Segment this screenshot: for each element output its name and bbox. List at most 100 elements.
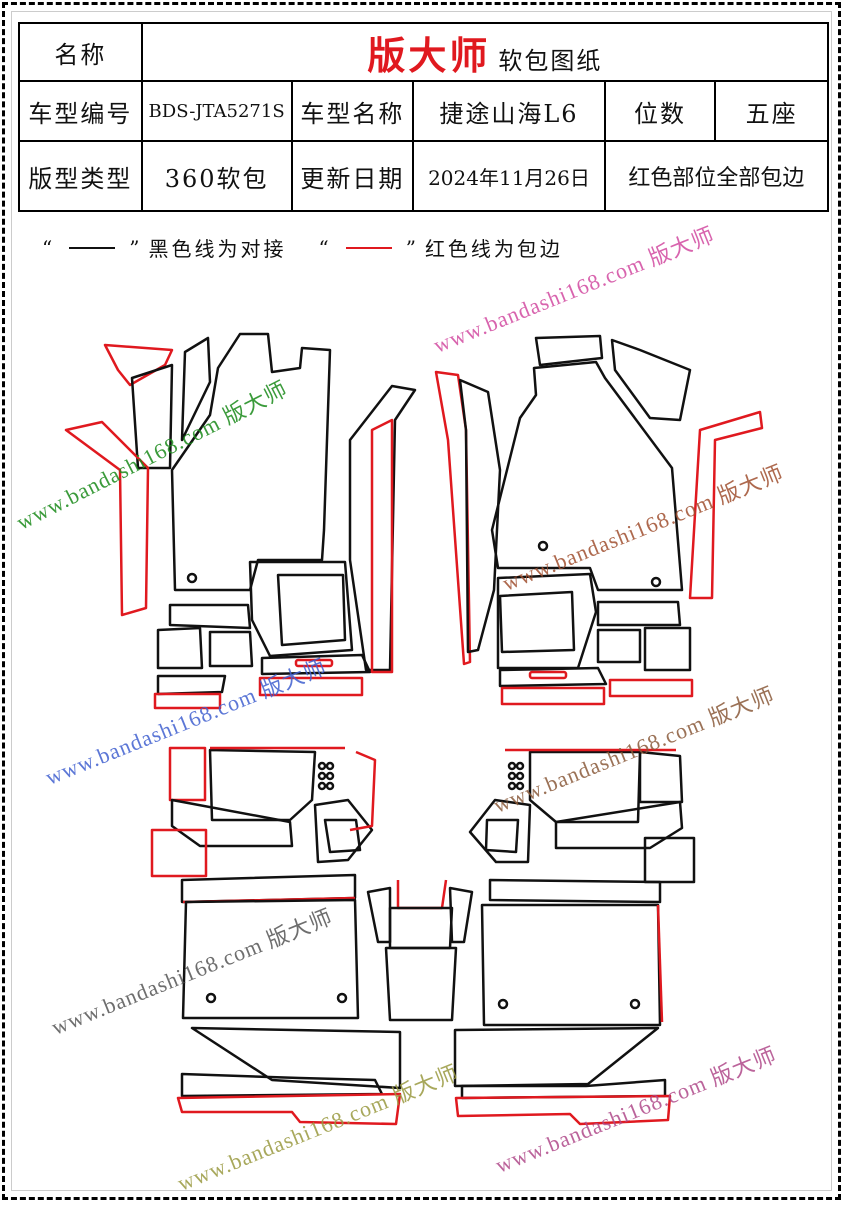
fl-footrest-inner <box>276 573 347 647</box>
red-line-sample <box>345 246 392 249</box>
fl-door-strip <box>180 336 212 442</box>
rl-side-piece <box>168 746 207 802</box>
fr-fixing-hole-1 <box>537 540 549 552</box>
model-code-label: 车型编号 <box>18 80 143 142</box>
rl-bottom-red-strip <box>176 1092 402 1126</box>
title-cell: 版大师软包图纸 <box>140 22 830 82</box>
rr-fixing-hole-1 <box>497 998 509 1010</box>
type-value: 360软包 <box>140 140 293 212</box>
fr-a-pillar-piece <box>534 334 604 367</box>
rl-seat-cover <box>170 798 294 848</box>
seats-label: 位数 <box>603 80 717 142</box>
type-label: 版型类型 <box>18 140 143 212</box>
fl-fixing-hole <box>186 572 198 584</box>
update-date-value: 2024年11月26日 <box>412 140 606 212</box>
rear-right-pieces <box>453 748 696 1126</box>
rl-red-arch <box>349 750 377 832</box>
fr-footrest-box <box>496 572 598 670</box>
rr-bottom-red-strip <box>454 1094 672 1126</box>
rl-arch-inner <box>323 818 362 854</box>
fr-bottom-strip-2 <box>608 678 694 698</box>
fr-side-strip <box>688 410 764 600</box>
fr-fixing-hole-2 <box>650 576 662 588</box>
rr-wheel-arch <box>468 798 532 864</box>
fr-door-panel <box>610 338 692 422</box>
black-line-sample <box>69 246 116 249</box>
fl-sill-strip <box>348 384 417 672</box>
rl-bolt-5 <box>317 781 327 791</box>
rr-door-block <box>643 836 696 884</box>
fl-bottom-strip-2 <box>153 692 222 710</box>
rl-bolt-6 <box>325 781 335 791</box>
rl-fixing-hole-2 <box>336 992 348 1004</box>
tunnel-main <box>388 906 454 950</box>
rl-wheel-arch <box>313 798 374 864</box>
fr-main-floor <box>490 360 684 592</box>
fl-sill-base <box>168 603 252 630</box>
rear-left-pieces <box>150 746 402 1126</box>
tunnel-right-wall <box>448 886 474 944</box>
model-name-value: 捷途山海L6 <box>412 80 606 142</box>
rr-bolt-1 <box>507 761 517 771</box>
fl-main-floor <box>170 332 332 592</box>
fr-base-strip <box>498 666 608 688</box>
fr-block-1 <box>596 600 682 627</box>
update-label: 更新日期 <box>290 140 415 212</box>
fl-right-sill <box>370 418 394 674</box>
rr-bolt-2 <box>515 761 525 771</box>
brand-name: 版大师 <box>367 32 491 78</box>
rl-bolt-1 <box>317 761 327 771</box>
rr-seat-rail <box>488 878 662 904</box>
black-line-label: 黑色线为对接 <box>148 237 287 261</box>
name-label: 名称 <box>18 22 143 82</box>
fl-a-pillar-piece <box>103 343 174 387</box>
rr-arch-inner <box>484 818 520 854</box>
rl-bolt-4 <box>325 771 335 781</box>
tunnel-lower <box>384 946 458 1022</box>
fl-bottom-strip-3 <box>258 676 364 697</box>
rl-door-block <box>150 828 208 878</box>
front-right-pieces <box>434 334 764 706</box>
rl-bottom-strip <box>180 1072 384 1098</box>
tunnel-left-wall <box>366 886 392 944</box>
brand-subtitle: 软包图纸 <box>498 46 603 75</box>
fr-bottom-strip-1 <box>500 686 606 706</box>
fr-block-3 <box>643 626 692 672</box>
fr-floor-strip <box>458 378 502 654</box>
fl-door-panel <box>130 363 174 470</box>
fl-small-block-1 <box>156 626 204 670</box>
model-code-value: BDS-JTA5271S <box>140 80 293 142</box>
fl-side-strip <box>64 420 150 617</box>
fr-footrest-inner <box>498 590 576 654</box>
fr-sill-strip <box>434 370 472 666</box>
fl-footrest-box <box>248 560 354 658</box>
rr-bottom-strip <box>460 1078 667 1100</box>
rl-bolt-2 <box>325 761 335 771</box>
center-tunnel-pieces <box>366 879 474 1022</box>
tunnel-top <box>396 879 448 910</box>
model-name-label: 车型名称 <box>290 80 415 142</box>
rr-bolt-5 <box>507 781 517 791</box>
fl-red-tab <box>294 658 334 668</box>
rr-floor-red-edge <box>656 904 664 1023</box>
line-legend: “ ” 黑色线为对接 “ ” 红色线为包边 <box>36 233 563 262</box>
seats-value: 五座 <box>714 80 829 142</box>
red-line-label: 红色线为包边 <box>424 237 563 261</box>
spec-table: 名称 版大师软包图纸 车型编号 BDS-JTA5271S 车型名称 捷途山海L6… <box>18 22 830 212</box>
fl-base-strip <box>260 653 372 676</box>
rr-bolt-6 <box>515 781 525 791</box>
rr-rear-panel <box>528 750 642 824</box>
fr-red-tab <box>528 670 568 680</box>
rr-bolt-4 <box>515 771 525 781</box>
binding-note: 红色部位全部包边 <box>603 140 830 212</box>
rl-tunnel-piece <box>190 1026 402 1090</box>
fl-small-block-2 <box>208 630 254 668</box>
rr-tunnel-piece <box>453 1026 660 1088</box>
rr-main-floor-body <box>480 903 662 1027</box>
rr-bolt-3 <box>507 771 517 781</box>
rl-fixing-hole-1 <box>205 992 217 1004</box>
fr-block-2 <box>596 628 642 664</box>
rr-seat-cover <box>554 800 684 850</box>
